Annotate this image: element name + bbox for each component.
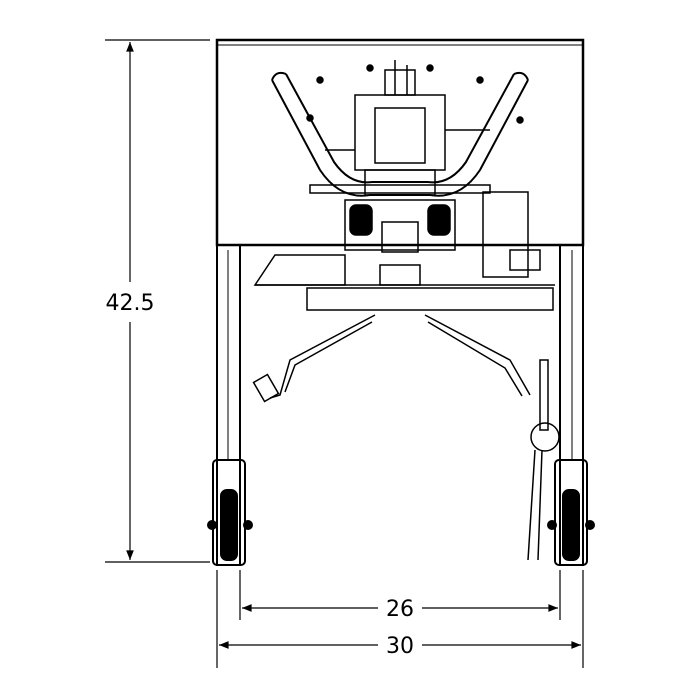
support-struts <box>252 314 560 561</box>
handle-bar <box>271 71 529 197</box>
inner-width-dimension-label: 26 <box>386 597 414 622</box>
height-dimension-label: 42.5 <box>106 291 155 316</box>
motor-assembly <box>306 60 541 278</box>
outer-width-dimension-label: 30 <box>386 634 414 659</box>
left-caster-wheel <box>207 459 253 566</box>
dimension-height <box>105 39 210 563</box>
base-plate <box>253 254 555 311</box>
extension-lines <box>216 570 584 668</box>
right-caster-wheel <box>547 459 595 566</box>
cart-frame <box>215 38 585 566</box>
